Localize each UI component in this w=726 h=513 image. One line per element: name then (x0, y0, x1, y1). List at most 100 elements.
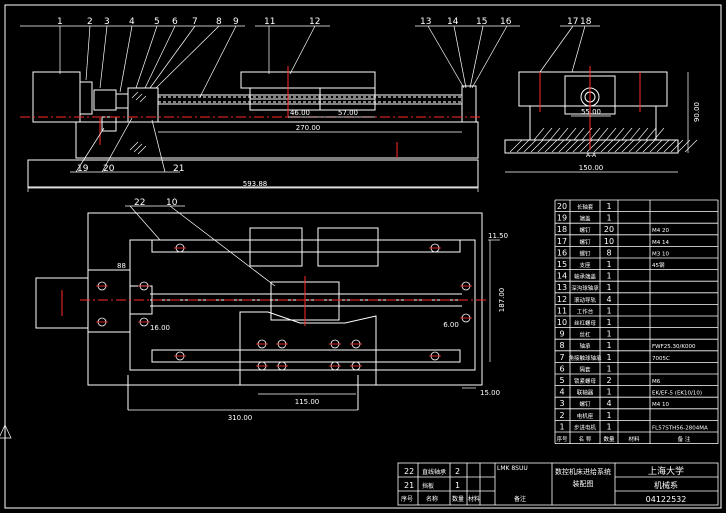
balloon-leaders-bottom (70, 117, 180, 173)
dim-plan-4: 115.00 (295, 398, 320, 406)
drawing-subtitle: 装配图 (573, 479, 594, 488)
balloon-20: 20 (103, 164, 115, 174)
dim-plan-6: 11.50 (488, 232, 508, 240)
bom-cell-name: 螺钉 (579, 226, 591, 234)
school-name: 上海大学 (648, 465, 684, 477)
balloon-leaders-top (20, 25, 600, 98)
hatch-line (549, 127, 561, 141)
balloon-5: 5 (154, 17, 160, 27)
bom-cell-name: 长轴套 (577, 203, 594, 211)
balloon-18: 18 (580, 17, 592, 27)
hatch-line (565, 139, 579, 153)
hatch-line (628, 139, 642, 153)
bom-cell-name: 深沟球轴承 (571, 284, 599, 292)
bom-cell-qty: 1 (606, 422, 611, 431)
hatch-line (551, 139, 565, 153)
balloon-11: 11 (264, 17, 275, 27)
bom-cell-spec: M4 14 (652, 240, 669, 246)
bom-cell-name: 螺钉 (579, 249, 591, 257)
bom-cell-qty: 2 (606, 376, 611, 385)
balloons-top: 1 2 3 4 5 6 7 8 9 11 12 13 14 15 16 17 1… (57, 17, 592, 27)
drawing-title: 数控机床进给系统 (555, 467, 611, 476)
hatch-line (642, 139, 656, 153)
bom-cell-no: 20 (557, 202, 567, 211)
balloon-21: 21 (173, 164, 184, 174)
bom-cell-no: 12 (557, 295, 567, 304)
hatch-line (516, 139, 530, 153)
bom-cell-name: 丝杠螺母 (574, 319, 597, 327)
hatch-line (614, 139, 628, 153)
bom-cell-qty: 1 (606, 214, 611, 223)
bom-cell-no: 10 (557, 318, 567, 327)
hatch-line (533, 127, 545, 141)
hatch-line (645, 127, 657, 141)
bom-cell-qty: 8 (606, 248, 611, 257)
section-label: A-A (586, 152, 597, 159)
bom-cell-no: 15 (557, 260, 567, 269)
bom-cell-no: 13 (557, 283, 567, 292)
dim-front-4: 593.88 (243, 180, 268, 188)
title-label-remark: 备注 (514, 495, 526, 503)
bom-cell-no: 8 (559, 341, 564, 350)
balloon-15: 15 (476, 17, 487, 27)
bom-cell-qty: 1 (606, 272, 611, 281)
balloon-17: 17 (567, 17, 578, 27)
balloon-leaders-plan (125, 205, 276, 287)
bom-cell-name: 联轴器 (577, 389, 594, 397)
sheet-border (4, 4, 722, 509)
front-view (27, 71, 479, 188)
bom-cell-name: 螺钉 (579, 400, 591, 408)
dim-front-2: 57.00 (338, 109, 358, 117)
hatch-line (653, 127, 665, 141)
balloon-10: 10 (166, 198, 178, 208)
bom-cell-no: 19 (557, 214, 567, 223)
hatch-line (613, 127, 625, 141)
balloon-14: 14 (447, 17, 459, 27)
bom-cell-name: 电机座 (577, 412, 594, 420)
bom-cell-spec: M4 10 (652, 402, 669, 408)
bom-cell-qty: 1 (606, 283, 611, 292)
bom-cell-qty: 1 (606, 364, 611, 373)
bom-cell-qty: 1 (606, 202, 611, 211)
bom-cell-no: 17 (557, 237, 567, 246)
hatch-line (663, 139, 677, 153)
hatch-line (656, 139, 670, 153)
bom-cell-no: 9 (559, 330, 564, 339)
hatch-line (629, 127, 641, 141)
balloon-7: 7 (192, 17, 198, 27)
front-dimensions (27, 116, 479, 192)
bom-cell-qty: 1 (606, 353, 611, 362)
hatch-line (544, 139, 558, 153)
hatch-line (600, 139, 614, 153)
dim-plan-1: 88 (117, 262, 126, 270)
bom-cell-no: 14 (557, 272, 567, 281)
bom-cell-no: 2 (559, 411, 564, 420)
hatch-line (621, 127, 633, 141)
title-label-name: 名称 (426, 495, 438, 503)
balloon-1: 1 (57, 17, 63, 27)
hatch-line (530, 139, 544, 153)
bom-cell-spec: 7005C (652, 356, 670, 362)
balloon-4: 4 (129, 17, 135, 27)
balloon-2: 2 (87, 17, 93, 27)
drawing-number: 04122532 (646, 495, 687, 504)
bom-cell-qty: 20 (604, 225, 614, 234)
bom-cell-qty: 1 (606, 341, 611, 350)
dim-plan-5: 310.00 (228, 414, 253, 422)
department-name: 机械系 (654, 480, 678, 490)
title-label-material: 材料 (468, 495, 480, 503)
hatch-line (558, 139, 572, 153)
side-hatch (509, 127, 698, 153)
hatch-line (537, 139, 551, 153)
balloon-9: 9 (233, 17, 239, 27)
dim-front-3: 270.00 (296, 124, 321, 132)
dim-side-1: 55.00 (581, 108, 601, 116)
bom-cell-spec: 45钢 (652, 261, 665, 269)
hatch-line (557, 127, 569, 141)
balloon-3: 3 (104, 17, 110, 27)
title-row-21-qty: 1 (455, 481, 460, 490)
bom-cell-no: 3 (559, 399, 564, 408)
title-label-no: 序号 (401, 495, 413, 503)
dim-plan-8: 15.00 (480, 389, 500, 397)
plan-view (35, 212, 483, 410)
